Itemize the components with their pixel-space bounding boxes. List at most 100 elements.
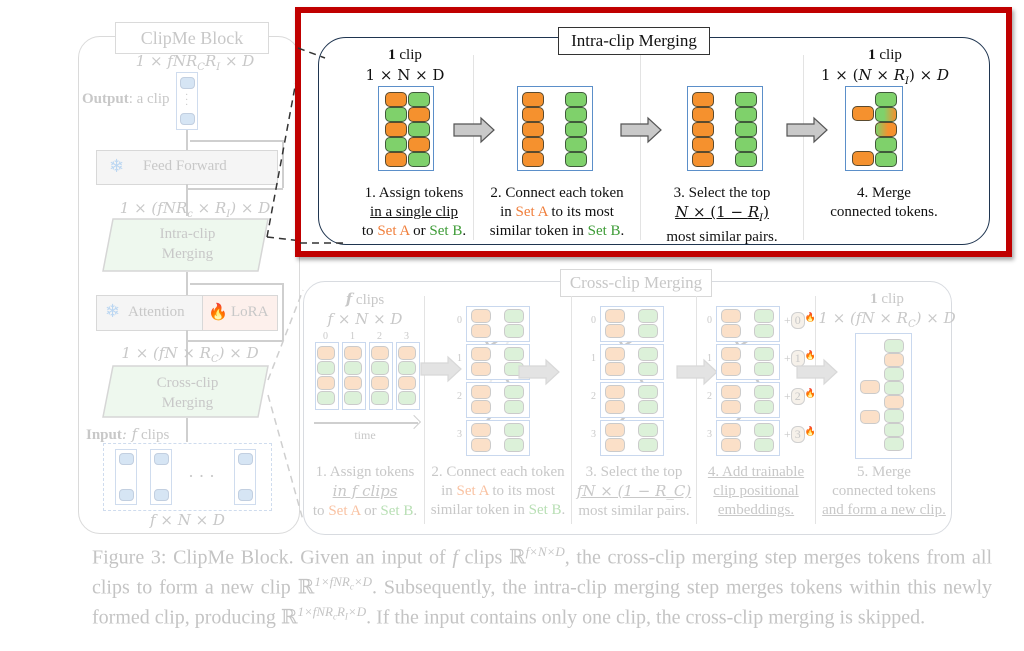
- token: [238, 453, 253, 465]
- token: [638, 385, 658, 399]
- flow-arrow: [186, 130, 188, 150]
- token: [605, 362, 625, 376]
- right-arrow-icon: [620, 116, 662, 144]
- clip-index: 2: [377, 331, 382, 342]
- token: [344, 346, 362, 360]
- intra-step-1: 1. Assign tokens in a single clip to Set…: [361, 185, 467, 239]
- merged-token: [884, 409, 904, 423]
- token: [504, 324, 524, 338]
- positional-embedding: +0🔥: [784, 312, 816, 329]
- token: [504, 423, 524, 437]
- clip-index: 1: [350, 331, 355, 342]
- token: [119, 489, 134, 501]
- cross-zoom-connector: [267, 394, 304, 521]
- intra-step-2: 2. Connect each token in Set A to its mo…: [489, 185, 625, 239]
- token: [504, 438, 524, 452]
- token: [565, 152, 587, 167]
- merged-token: [875, 107, 897, 122]
- token: [522, 107, 544, 122]
- clip-index: 3: [457, 429, 462, 440]
- intra-zoom-connector: [266, 236, 321, 244]
- token: [638, 362, 658, 376]
- token: [735, 137, 757, 152]
- token: [852, 106, 874, 121]
- input-label: Input: f clips: [86, 425, 170, 443]
- flow-arrow: [186, 330, 188, 366]
- token: [398, 346, 416, 360]
- token: [471, 385, 491, 399]
- token: [605, 385, 625, 399]
- cross-input-header: f clips f × N × D: [327, 290, 403, 328]
- token: [522, 137, 544, 152]
- token: [605, 324, 625, 338]
- token: [638, 324, 658, 338]
- token: [754, 324, 774, 338]
- token: [735, 107, 757, 122]
- intra-output-header: 1 clip 1 × (N × RI) × D: [821, 47, 949, 87]
- token: [735, 152, 757, 167]
- token: [154, 489, 169, 501]
- input-clip: [115, 449, 137, 505]
- token: [398, 391, 416, 405]
- cross-step-3: 3. Select the top fN × (1 − R_C) most si…: [576, 464, 692, 519]
- token: [471, 309, 491, 323]
- residual-line: [282, 140, 284, 188]
- clip-index: 3: [404, 331, 409, 342]
- feed-forward-label: Feed Forward: [143, 158, 227, 174]
- token: [385, 107, 407, 122]
- ellipsis: · · ·: [188, 466, 215, 486]
- token: [504, 385, 524, 399]
- clipme-block-title: ClipMe Block: [115, 22, 269, 54]
- token: [471, 423, 491, 437]
- merged-token: [875, 137, 897, 152]
- token: [371, 391, 389, 405]
- token: [371, 361, 389, 375]
- flame-icon: 🔥: [804, 312, 816, 322]
- cross-step-5: 5. Merge connected tokens and form a new…: [822, 464, 946, 518]
- token: [344, 361, 362, 375]
- token: [735, 122, 757, 137]
- intra-clip-trapezoid: [102, 218, 269, 272]
- token: [317, 346, 335, 360]
- token: [408, 137, 430, 152]
- token: [471, 347, 491, 361]
- token: [638, 423, 658, 437]
- input-clips-group: · · ·: [103, 443, 272, 511]
- lora-label: LoRA: [231, 304, 269, 320]
- token: [565, 92, 587, 107]
- token: [504, 309, 524, 323]
- feed-forward-box: ❄ Feed Forward: [96, 150, 278, 185]
- clip-index: 2: [457, 391, 462, 402]
- output-token: [180, 77, 195, 89]
- intra-zoom-connector: [297, 47, 326, 59]
- token: [238, 489, 253, 501]
- token: [371, 346, 389, 360]
- clip-index: 3: [707, 429, 712, 440]
- intra-step-4: 4. Merge connected tokens.: [830, 185, 938, 220]
- token: [154, 453, 169, 465]
- divider: [571, 296, 572, 524]
- flame-icon: 🔥: [804, 388, 816, 398]
- token: [638, 438, 658, 452]
- intra-input-header: 1 clip 1 × N × D: [365, 47, 445, 84]
- token: [344, 376, 362, 390]
- snowflake-icon: ❄: [105, 301, 121, 321]
- time-label: time: [354, 428, 376, 442]
- clip-index: 0: [323, 331, 328, 342]
- token: [754, 362, 774, 376]
- token: [317, 391, 335, 405]
- right-arrow-icon: [453, 116, 495, 144]
- clip-index: 2: [591, 391, 596, 402]
- token: [721, 438, 741, 452]
- token: [721, 324, 741, 338]
- token: [721, 347, 741, 361]
- token: [522, 152, 544, 167]
- token: [471, 438, 491, 452]
- cross-clip-title: Cross-clip Merging: [560, 269, 712, 297]
- time-axis: [314, 422, 418, 424]
- merged-token: [884, 395, 904, 409]
- residual-line: [186, 340, 283, 342]
- flame-icon: 🔥: [804, 350, 816, 360]
- intra-zoom-connector: [266, 59, 301, 238]
- clip-index: 2: [707, 391, 712, 402]
